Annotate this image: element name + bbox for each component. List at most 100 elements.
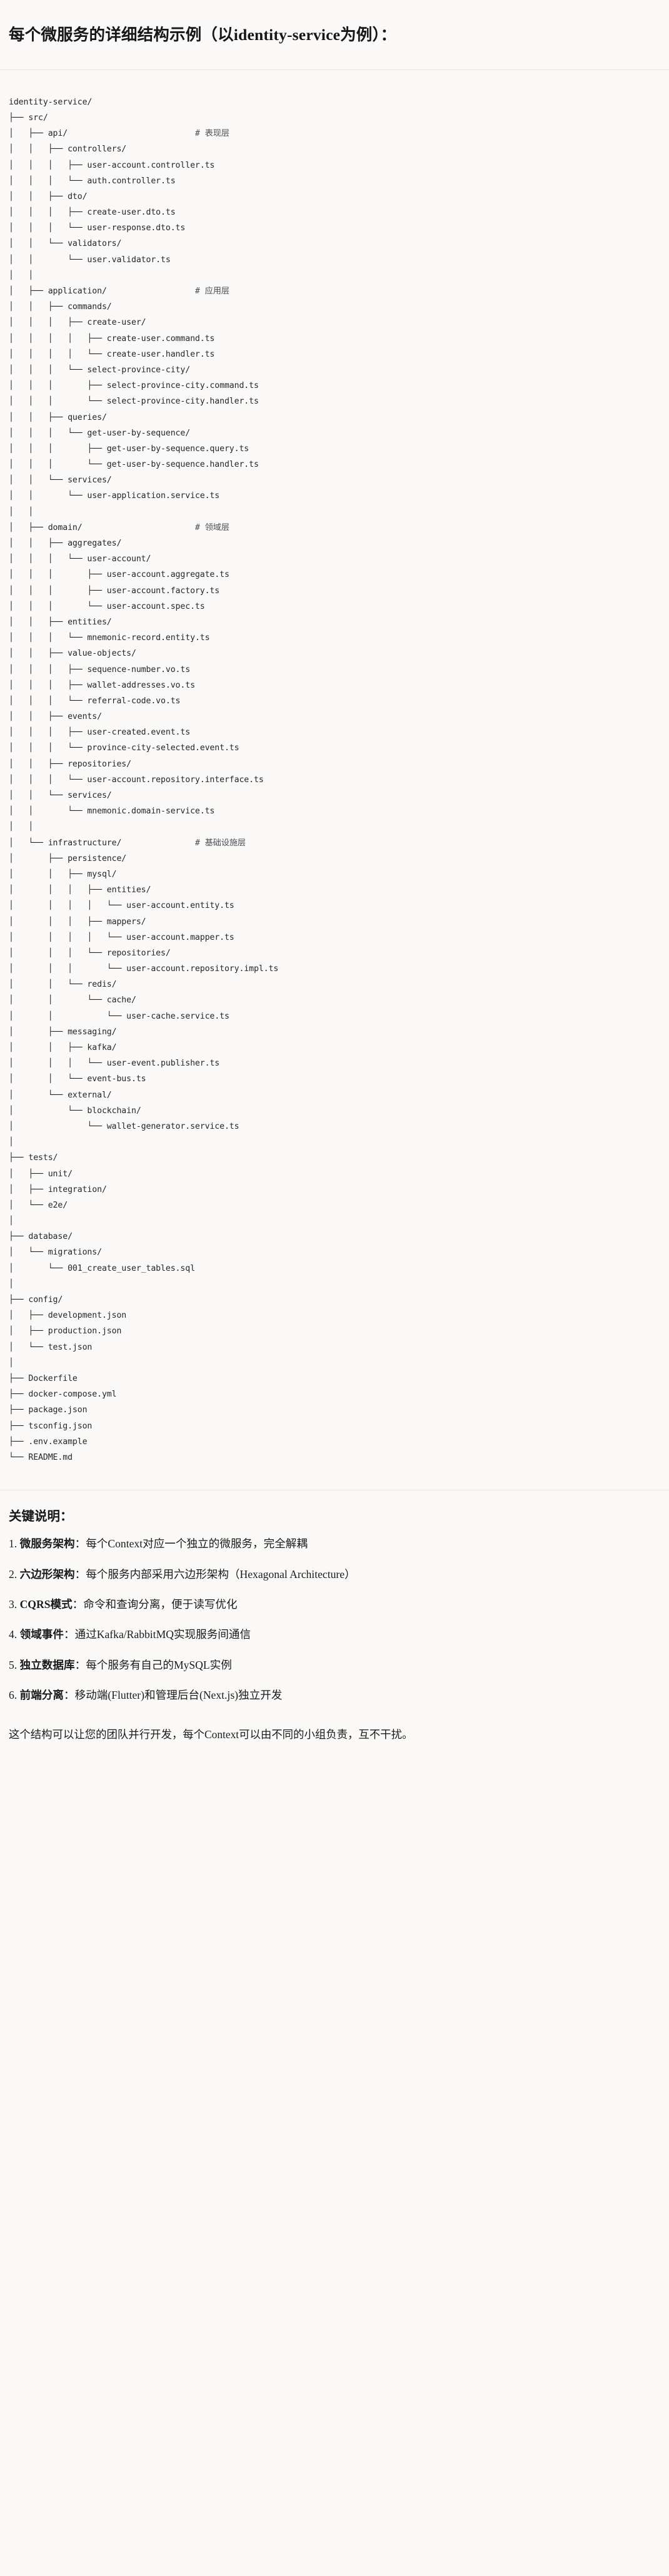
key-note-description: 通过Kafka/RabbitMQ实现服务间通信 [74, 1628, 251, 1641]
tree-row: │ │ └── mnemonic.domain-service.ts [9, 803, 660, 819]
tree-row-path: │ [9, 1138, 14, 1148]
tree-row-path: │ │ │ └── referral-code.vo.ts [9, 696, 181, 706]
tree-row-path: │ │ ├── controllers/ [9, 145, 127, 155]
tree-row: │ └── migrations/ [9, 1245, 660, 1260]
tree-row-path: │ │ │ └── select-province-city.handler.t… [9, 397, 259, 407]
tree-row-path: │ └── infrastructure/ [9, 838, 122, 848]
tree-row-path: │ │ └── services/ [9, 791, 112, 801]
tree-row-path: ├── config/ [9, 1295, 63, 1305]
tree-row-path: ├── src/ [9, 113, 48, 123]
tree-row: │ ├── application/ # 应用层 [9, 283, 660, 299]
tree-row: │ │ ├── mysql/ [9, 867, 660, 882]
tree-row-path: │ │ │ └── province-city-selected.event.t… [9, 743, 239, 753]
tree-row-path: │ │ [9, 270, 34, 280]
tree-row: │ ├── integration/ [9, 1182, 660, 1198]
tree-row: │ └── blockchain/ [9, 1103, 660, 1119]
tree-row-path: │ └── test.json [9, 1342, 93, 1352]
tree-row-path: │ │ │ ├── entities/ [9, 885, 151, 895]
tree-row-path: │ │ │ └── get-user-by-sequence.handler.t… [9, 460, 259, 470]
tree-row-path: │ │ │ ├── create-user/ [9, 318, 146, 328]
key-note-number: 6. [9, 1689, 20, 1702]
tree-row: ├── .env.example [9, 1434, 660, 1450]
tree-row-path: │ │ └── cache/ [9, 995, 136, 1005]
tree-row: │ │ [9, 819, 660, 835]
tree-row-path: │ └── blockchain/ [9, 1106, 141, 1116]
tree-row-comment: # 基础设施层 [194, 838, 246, 848]
tree-row-path: │ [9, 1358, 14, 1368]
tree-row: │ │ │ ├── sequence-number.vo.ts [9, 662, 660, 678]
divider-top [0, 69, 669, 70]
tree-row-path: │ │ │ └── user-response.dto.ts [9, 223, 186, 233]
tree-row: │ │ │ └── referral-code.vo.ts [9, 693, 660, 709]
tree-row: │ [9, 1213, 660, 1229]
key-note-number: 2. [9, 1567, 20, 1581]
directory-tree: identity-service/ ├── src/ │ ├── api/ # 表现… [9, 94, 660, 1465]
tree-row-path: │ │ │ ├── create-user.dto.ts [9, 208, 176, 218]
tree-row: ├── tests/ [9, 1150, 660, 1166]
tree-row-path: └── README.md [9, 1452, 73, 1462]
tree-row: │ │ │ ├── user-account.aggregate.ts [9, 567, 660, 583]
key-note-description: 每个服务有自己的MySQL实例 [86, 1658, 232, 1671]
tree-row: │ │ │ └── user-account.repository.interf… [9, 772, 660, 788]
key-note-item: 3. CQRS模式：命令和查询分离，便于读写优化 [9, 1596, 660, 1612]
tree-row-path: │ └── external/ [9, 1090, 112, 1100]
tree-row-path: │ │ │ └── auth.controller.ts [9, 176, 176, 186]
key-note-description: 每个服务内部采用六边形架构（Hexagonal Architecture） [86, 1567, 356, 1581]
tree-row-path: │ │ [9, 507, 34, 517]
tree-row-path: │ │ │ ├── user-account.aggregate.ts [9, 570, 229, 580]
tree-row-path: │ │ ├── entities/ [9, 617, 112, 627]
tree-row: │ │ │ ├── entities/ [9, 882, 660, 898]
tree-row: │ [9, 1134, 660, 1150]
tree-row: │ │ ├── value-objects/ [9, 646, 660, 661]
tree-row-path: │ │ │ │ ├── create-user.command.ts [9, 333, 215, 344]
tree-row: │ │ │ └── get-user-by-sequence/ [9, 425, 660, 441]
tree-row: │ │ │ └── user-response.dto.ts [9, 220, 660, 236]
tree-row: │ │ └── user-application.service.ts [9, 488, 660, 504]
tree-row-path: │ │ └── user.validator.ts [9, 255, 171, 265]
tree-row-path: │ │ ├── aggregates/ [9, 539, 122, 549]
directory-tree-block: identity-service/ ├── src/ │ ├── api/ # 表现… [0, 69, 669, 1490]
tree-row-path: │ [9, 1279, 14, 1289]
tree-row-path: │ │ │ ├── wallet-addresses.vo.ts [9, 680, 195, 690]
key-note-separator: ： [63, 1689, 75, 1702]
tree-row: │ │ ├── controllers/ [9, 141, 660, 157]
tree-row-comment: # 领域层 [194, 522, 229, 532]
key-note-item: 4. 领域事件：通过Kafka/RabbitMQ实现服务间通信 [9, 1626, 660, 1642]
tree-row: │ ├── messaging/ [9, 1024, 660, 1040]
tree-row-path: │ └── wallet-generator.service.ts [9, 1121, 239, 1131]
tree-row-path: │ ├── integration/ [9, 1184, 107, 1194]
tree-row-path: │ ├── application/ [9, 287, 107, 297]
tree-row-path: │ └── migrations/ [9, 1248, 102, 1258]
tree-row-path: │ │ │ └── user-account.repository.impl.t… [9, 964, 279, 974]
tree-row: │ │ │ └── user-account.spec.ts [9, 599, 660, 614]
key-notes-title: 关键说明： [9, 1510, 73, 1524]
tree-row: │ │ │ ├── get-user-by-sequence.query.ts [9, 441, 660, 457]
tree-row-gap [121, 838, 195, 848]
tree-row: ├── config/ [9, 1292, 660, 1308]
tree-row-path: │ │ │ └── user-account.repository.interf… [9, 775, 264, 785]
tree-row-path: │ │ └── services/ [9, 476, 112, 486]
tree-row-comment: # 表现层 [194, 129, 229, 139]
key-note-separator: ： [74, 1537, 86, 1550]
tree-row: │ │ ├── dto/ [9, 189, 660, 205]
key-note-number: 4. [9, 1628, 20, 1641]
key-note-description: 移动端(Flutter)和管理后台(Next.js)独立开发 [74, 1689, 283, 1702]
tree-row-path: │ │ │ └── user-account/ [9, 554, 151, 564]
tree-row-path: │ │ │ ├── select-province-city.command.t… [9, 381, 259, 391]
tree-row: ├── Dockerfile [9, 1371, 660, 1387]
tree-row-path: │ │ ├── repositories/ [9, 759, 131, 769]
tree-row-gap [83, 523, 195, 532]
tree-row-path: │ │ └── event-bus.ts [9, 1074, 146, 1084]
tree-row-path: │ │ └── redis/ [9, 980, 117, 990]
tree-row-path: │ [9, 1216, 14, 1226]
tree-row: ├── src/ [9, 110, 660, 126]
tree-row-path: │ │ │ └── select-province-city/ [9, 365, 191, 375]
tree-row: identity-service/ [9, 94, 660, 110]
tree-row-path: │ ├── api/ [9, 129, 68, 139]
key-note-number: 3. [9, 1598, 20, 1611]
tree-row-path: │ │ │ └── get-user-by-sequence/ [9, 428, 191, 438]
tree-row: │ │ │ │ └── user-account.entity.ts [9, 898, 660, 914]
tree-row-path: │ │ ├── queries/ [9, 412, 107, 422]
tree-row: ├── database/ [9, 1229, 660, 1245]
